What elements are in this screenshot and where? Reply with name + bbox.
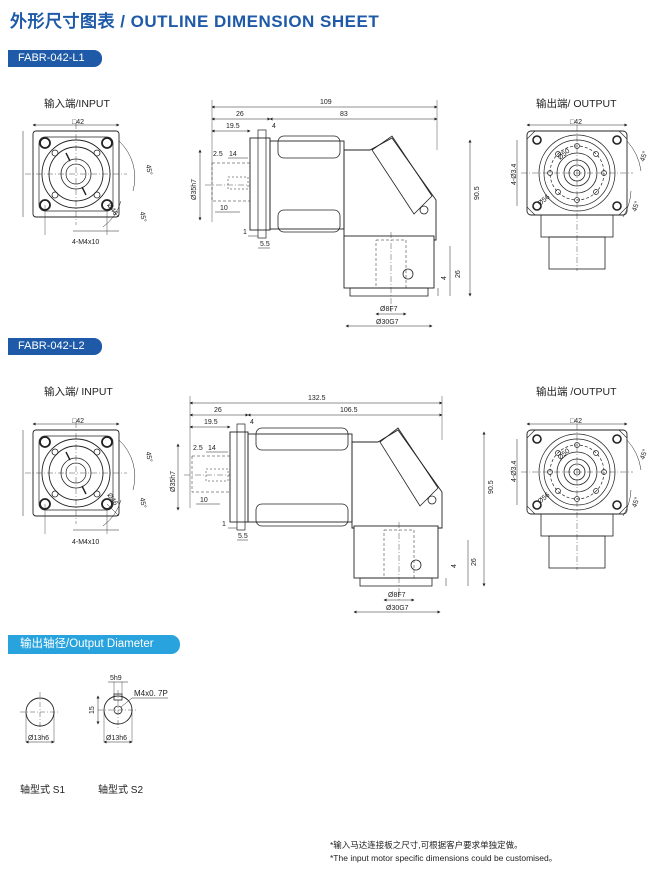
dim-out-sq-l1: □42 xyxy=(570,119,582,126)
dim-d4b-l1: 4 xyxy=(441,276,448,280)
dim-ang1-l1: 45° xyxy=(144,164,154,176)
shaft-s2-drawing xyxy=(96,681,168,744)
note-en: *The input motor specific dimensions cou… xyxy=(330,853,558,863)
shaft-s2-len: 15 xyxy=(89,706,96,714)
side-view-l2 xyxy=(176,396,486,614)
output-view-l1 xyxy=(517,125,641,271)
dim-d1-l2: 1 xyxy=(222,521,226,528)
dim-ang2-l1: 45° xyxy=(138,211,148,223)
dim-body-l2: 106.5 xyxy=(340,407,358,414)
dim-d905-l1: 90.5 xyxy=(474,186,481,200)
input-view-label-l2: 输入端/ INPUT xyxy=(44,386,113,398)
dim-d26-l2: 26 xyxy=(471,558,478,566)
dim-d4b-l2: 4 xyxy=(451,564,458,568)
note-cn: *输入马达连接板之尺寸,可根据客户要求单独定做。 xyxy=(330,840,523,850)
dim-d4-l1: 4 xyxy=(272,123,276,130)
dim-d30-l2: Ø30G7 xyxy=(386,605,409,612)
dim-sq-l2: □42 xyxy=(72,418,84,425)
dim-d195-l1: 19.5 xyxy=(226,123,240,130)
input-view-label-l1: 输入端/INPUT xyxy=(44,98,110,110)
dim-d14-l1: 14 xyxy=(229,151,237,158)
dim-d8-l1: Ø8F7 xyxy=(380,306,398,313)
shaft-s2-thread: M4x0. 7P xyxy=(134,689,168,698)
input-view-l2 xyxy=(23,422,135,534)
dim-d1-l1: 1 xyxy=(243,229,247,236)
dim-d195-l2: 19.5 xyxy=(204,419,218,426)
dim-d8-l2: Ø8F7 xyxy=(388,592,406,599)
dim-ang3-l1: 45° xyxy=(638,150,649,163)
dim-ang1-l2: 45° xyxy=(144,451,154,463)
dim-ang2-l2: 45° xyxy=(138,497,148,509)
shaft-s1-dim: Ø13h6 xyxy=(28,735,49,742)
dim-out-hole-l2: 4-Ø3.4 xyxy=(511,460,518,482)
shaft-s2-key: 5h9 xyxy=(110,675,122,682)
output-view-label-l1: 输出端/ OUTPUT xyxy=(536,98,617,110)
dim-ang4-l1: 45° xyxy=(630,200,641,213)
dim-d55-l1: 5.5 xyxy=(260,241,270,248)
dim-d14-l2: 14 xyxy=(208,445,216,452)
dim-out-sq-l2: □42 xyxy=(570,418,582,425)
side-view-l1 xyxy=(198,100,472,328)
model-tab-l1: FABR-042-L1 xyxy=(8,50,102,67)
dim-d35-l2: Ø35h7 xyxy=(170,471,177,492)
dim-overall-l2: 132.5 xyxy=(308,395,326,402)
dim-d25-l1: 2.5 xyxy=(213,151,223,158)
dim-m4-l1: 4-M4x10 xyxy=(72,239,99,246)
dim-flange-l1: 26 xyxy=(236,111,244,118)
shaft-s2-dim: Ø13h6 xyxy=(106,735,127,742)
model-tab-l2: FABR-042-L2 xyxy=(8,338,102,355)
dim-d30-l1: Ø30G7 xyxy=(376,319,399,326)
page-title: 外形尺寸图表 / OUTLINE DIMENSION SHEET xyxy=(10,12,380,31)
shaft-s1-drawing xyxy=(20,692,60,744)
dim-d10-l2: 10 xyxy=(200,497,208,504)
dim-d55-l2: 5.5 xyxy=(238,533,248,540)
dim-ang3-l2: 45° xyxy=(638,448,649,461)
dim-m4-l2: 4-M4x10 xyxy=(72,539,99,546)
dim-ang4-l2: 45° xyxy=(630,496,641,509)
dim-flange-l2: 26 xyxy=(214,407,222,414)
dim-d10-l1: 10 xyxy=(220,205,228,212)
dim-d35-l1: Ø35h7 xyxy=(191,179,198,200)
dim-d26-l1: 26 xyxy=(455,270,462,278)
dim-out-hole-l1: 4-Ø3.4 xyxy=(511,163,518,185)
output-view-l2 xyxy=(517,424,641,570)
shaft-s1-label: 轴型式 S1 xyxy=(20,785,66,796)
dim-sq-l1: □42 xyxy=(72,119,84,126)
dim-overall-l1: 109 xyxy=(320,99,332,106)
dim-d25-l2: 2.5 xyxy=(193,445,203,452)
dim-body-l1: 83 xyxy=(340,111,348,118)
input-view-l1 xyxy=(23,123,135,235)
output-view-label-l2: 输出端 /OUTPUT xyxy=(536,386,617,398)
output-diameter-tab: 输出轴径/Output Diameter xyxy=(8,635,180,654)
shaft-s2-label: 轴型式 S2 xyxy=(98,785,144,796)
dim-d4-l2: 4 xyxy=(250,419,254,426)
dim-d905-l2: 90.5 xyxy=(488,480,495,494)
